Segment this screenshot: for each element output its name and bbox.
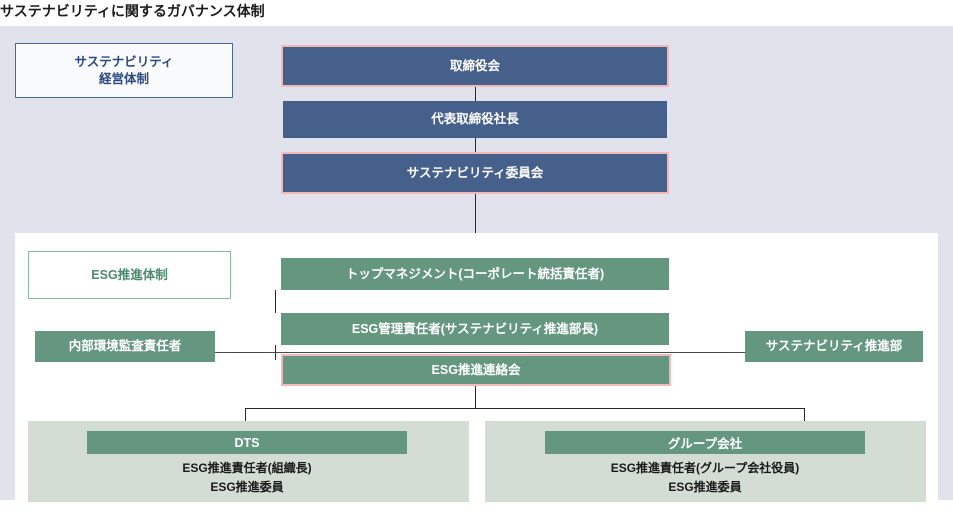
connector-branch-left-down: [245, 408, 246, 422]
connector-horizontal-auditor-liaison-dept: [215, 352, 745, 353]
group-head-group-companies[interactable]: グループ会社: [545, 431, 865, 454]
group-head-dts[interactable]: DTS: [87, 431, 407, 454]
connector-committee-to-topmanagement: [475, 189, 476, 244]
group-members-group-companies-line1: ESG推進責任者(グループ会社役員): [610, 461, 800, 475]
group-members-dts-line1: ESG推進責任者(組織長): [182, 461, 312, 475]
node-esg-manager[interactable]: ESG管理責任者(サステナビリティ推進部長): [281, 313, 669, 345]
management-section-label-line1: サステナビリティ: [74, 54, 174, 69]
node-sustainability-committee[interactable]: サステナビリティ委員会: [281, 152, 669, 194]
node-board-of-directors[interactable]: 取締役会: [281, 45, 669, 87]
node-internal-environment-auditor[interactable]: 内部環境監査責任者: [35, 331, 215, 362]
connector-board-to-president: [475, 86, 476, 107]
esg-section-panel: ESG推進体制 トップマネジメント(コーポレート統括責任者) ESG管理責任者(…: [15, 233, 938, 511]
governance-diagram: サステナビリティに関するガバナンス体制 サステナビリティ 経営体制 取締役会 代…: [0, 3, 953, 511]
esg-section-label: ESG推進体制: [28, 251, 231, 299]
group-members-dts-line2: ESG推進委員: [210, 479, 284, 494]
node-president-ceo[interactable]: 代表取締役社長: [283, 101, 667, 138]
node-esg-liaison-council[interactable]: ESG推進連絡会: [281, 354, 671, 386]
management-section-label-line2: 経営体制: [98, 71, 149, 86]
page-title: サステナビリティに関するガバナンス体制: [0, 3, 265, 19]
management-section-label: サステナビリティ 経営体制: [15, 43, 233, 98]
group-members-group-companies-line2: ESG推進委員: [668, 479, 742, 494]
diagram-canvas: サステナビリティ 経営体制 取締役会 代表取締役社長 サステナビリティ委員会 E…: [0, 26, 953, 511]
node-top-management[interactable]: トップマネジメント(コーポレート統括責任者): [281, 258, 669, 290]
connector-branch-right-down: [804, 408, 805, 422]
connector-liaison-down: [475, 386, 476, 408]
node-sustainability-promotion-dept[interactable]: サステナビリティ推進部: [745, 331, 923, 362]
group-members-dts: ESG推進責任者(組織長) ESG推進委員: [87, 459, 407, 496]
connector-topmanagement-to-esgmanager: [275, 290, 276, 313]
connector-president-to-committee: [475, 137, 476, 159]
group-members-group-companies: ESG推進責任者(グループ会社役員) ESG推進委員: [545, 459, 865, 496]
connector-branch-horizontal: [245, 408, 805, 409]
